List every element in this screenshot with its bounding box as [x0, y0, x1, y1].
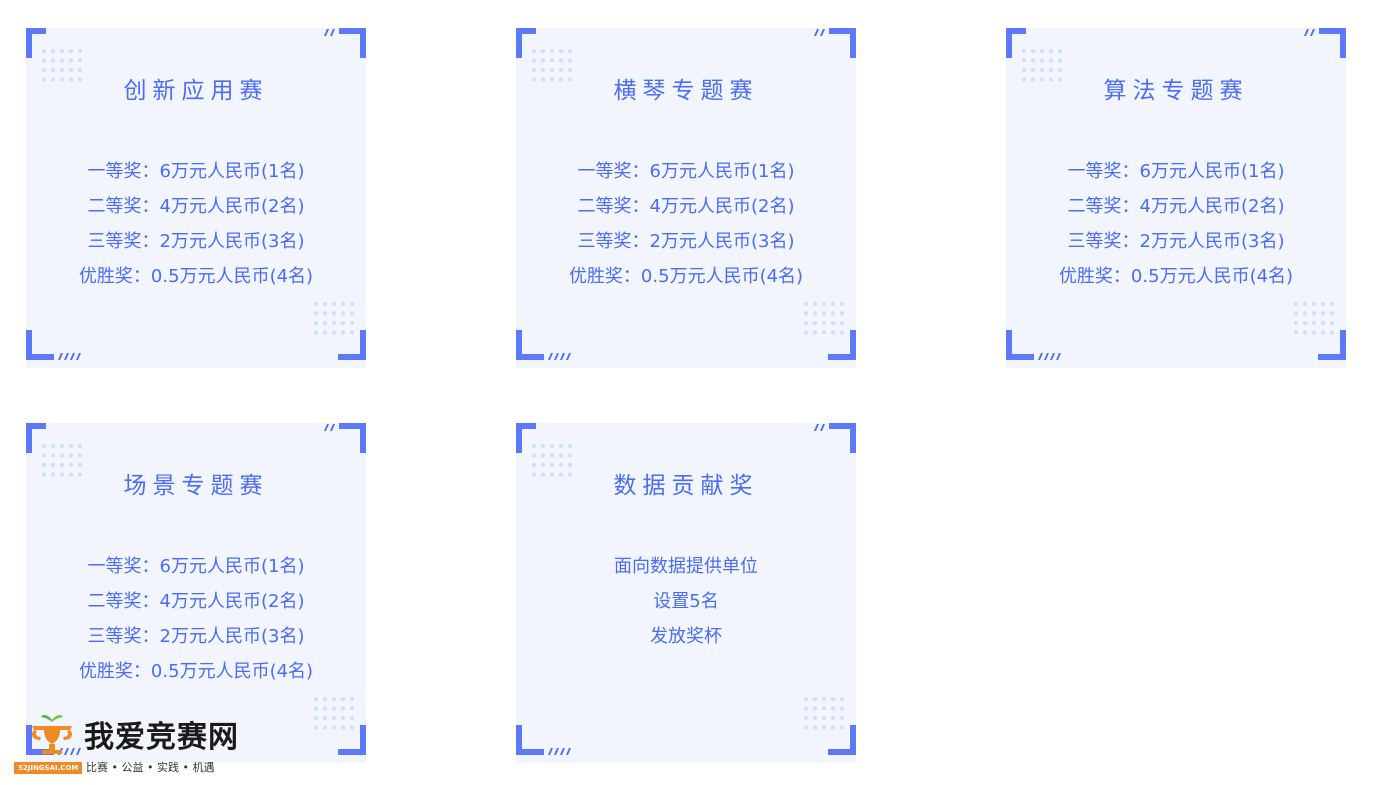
- card-title: 算法专题赛: [1103, 78, 1249, 104]
- prize-line: 面向数据提供单位: [614, 556, 758, 577]
- prize-list: 一等奖：6万元人民币(1名) 二等奖：4万元人民币(2名) 三等奖：2万元人民币…: [26, 154, 366, 294]
- prize-line: 三等奖：2万元人民币(3名): [1067, 231, 1285, 252]
- prize-list: 一等奖：6万元人民币(1名) 二等奖：4万元人民币(2名) 三等奖：2万元人民币…: [1006, 154, 1346, 294]
- site-domain: 52JINGSAI.COM: [14, 762, 83, 774]
- prize-line: 优胜奖：0.5万元人民币(4名): [568, 266, 804, 287]
- award-card-innovation: 创新应用赛 一等奖：6万元人民币(1名) 二等奖：4万元人民币(2名) 三等奖：…: [26, 28, 366, 368]
- prize-line: 一等奖：6万元人民币(1名): [87, 556, 305, 577]
- prize-line: 设置5名: [653, 591, 719, 612]
- prize-line: 优胜奖：0.5万元人民币(4名): [78, 661, 314, 682]
- prize-line: 二等奖：4万元人民币(2名): [87, 196, 305, 217]
- prize-line: 优胜奖：0.5万元人民币(4名): [1058, 266, 1294, 287]
- card-title: 横琴专题赛: [613, 78, 759, 104]
- card-title: 场景专题赛: [123, 473, 269, 499]
- site-name: 我爱竞赛网: [84, 720, 239, 755]
- prize-line: 三等奖：2万元人民币(3名): [87, 626, 305, 647]
- site-watermark-logo: 我爱竞赛网 52JINGSAI.COM 比赛 • 公益 • 实践 • 机遇: [14, 712, 254, 776]
- award-card-data-contribution: 数据贡献奖 面向数据提供单位 设置5名 发放奖杯: [516, 423, 856, 763]
- award-card-algorithm: 算法专题赛 一等奖：6万元人民币(1名) 二等奖：4万元人民币(2名) 三等奖：…: [1006, 28, 1346, 368]
- prize-line: 一等奖：6万元人民币(1名): [1067, 161, 1285, 182]
- card-title: 创新应用赛: [123, 78, 269, 104]
- prize-line: 二等奖：4万元人民币(2名): [1067, 196, 1285, 217]
- award-card-hengqin: 横琴专题赛 一等奖：6万元人民币(1名) 二等奖：4万元人民币(2名) 三等奖：…: [516, 28, 856, 368]
- trophy-logo-icon: [32, 715, 72, 754]
- site-slogan: 比赛 • 公益 • 实践 • 机遇: [86, 761, 215, 774]
- prize-line: 优胜奖：0.5万元人民币(4名): [78, 266, 314, 287]
- prize-line: 发放奖杯: [650, 626, 722, 647]
- prize-list: 面向数据提供单位 设置5名 发放奖杯: [516, 549, 856, 654]
- prize-line: 三等奖：2万元人民币(3名): [577, 231, 795, 252]
- prize-list: 一等奖：6万元人民币(1名) 二等奖：4万元人民币(2名) 三等奖：2万元人民币…: [26, 549, 366, 689]
- prize-line: 三等奖：2万元人民币(3名): [87, 231, 305, 252]
- prize-line: 一等奖：6万元人民币(1名): [87, 161, 305, 182]
- prize-line: 二等奖：4万元人民币(2名): [87, 591, 305, 612]
- prize-list: 一等奖：6万元人民币(1名) 二等奖：4万元人民币(2名) 三等奖：2万元人民币…: [516, 154, 856, 294]
- card-title: 数据贡献奖: [613, 473, 759, 499]
- prize-line: 一等奖：6万元人民币(1名): [577, 161, 795, 182]
- prize-line: 二等奖：4万元人民币(2名): [577, 196, 795, 217]
